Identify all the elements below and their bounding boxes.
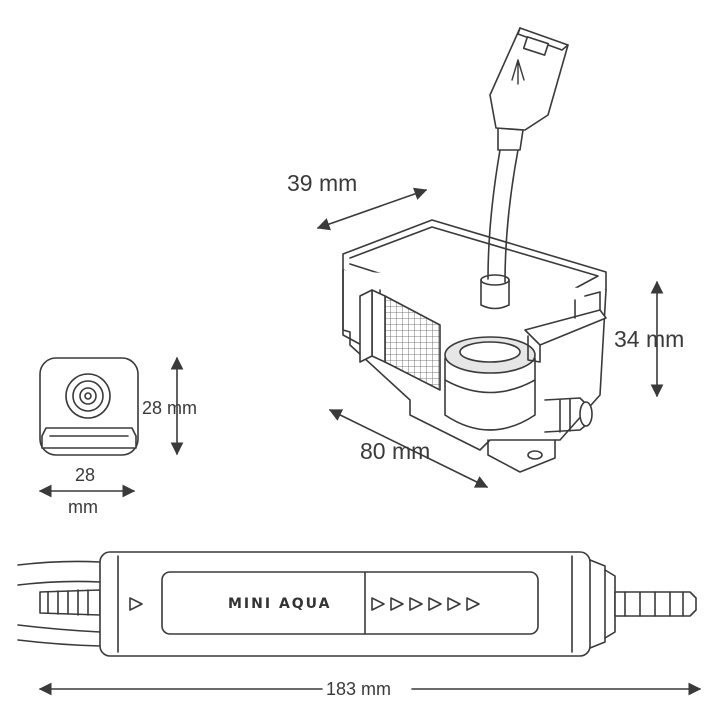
dim-arrow-80mm bbox=[328, 409, 489, 488]
dim-arrow-39mm bbox=[316, 187, 428, 231]
dim-label-28mm-height: 28 mm bbox=[142, 398, 198, 418]
dim-label-80mm: 80 mm bbox=[360, 438, 431, 464]
dim-label-39mm: 39 mm bbox=[287, 170, 358, 196]
dim-label-183mm: 183 mm bbox=[326, 679, 392, 699]
dim-label-28-width-unit: mm bbox=[68, 497, 98, 517]
pump-front-view bbox=[39, 357, 139, 456]
brand-label: MINI AQUA bbox=[228, 596, 332, 612]
inline-unit-drawing bbox=[17, 551, 697, 657]
usb-cable bbox=[487, 27, 569, 283]
dim-label-34mm: 34 mm bbox=[614, 326, 685, 352]
dim-label-28-width-value: 28 bbox=[75, 465, 96, 485]
upload-arrow-icon bbox=[511, 59, 525, 85]
pump-body-isometric bbox=[342, 219, 607, 473]
